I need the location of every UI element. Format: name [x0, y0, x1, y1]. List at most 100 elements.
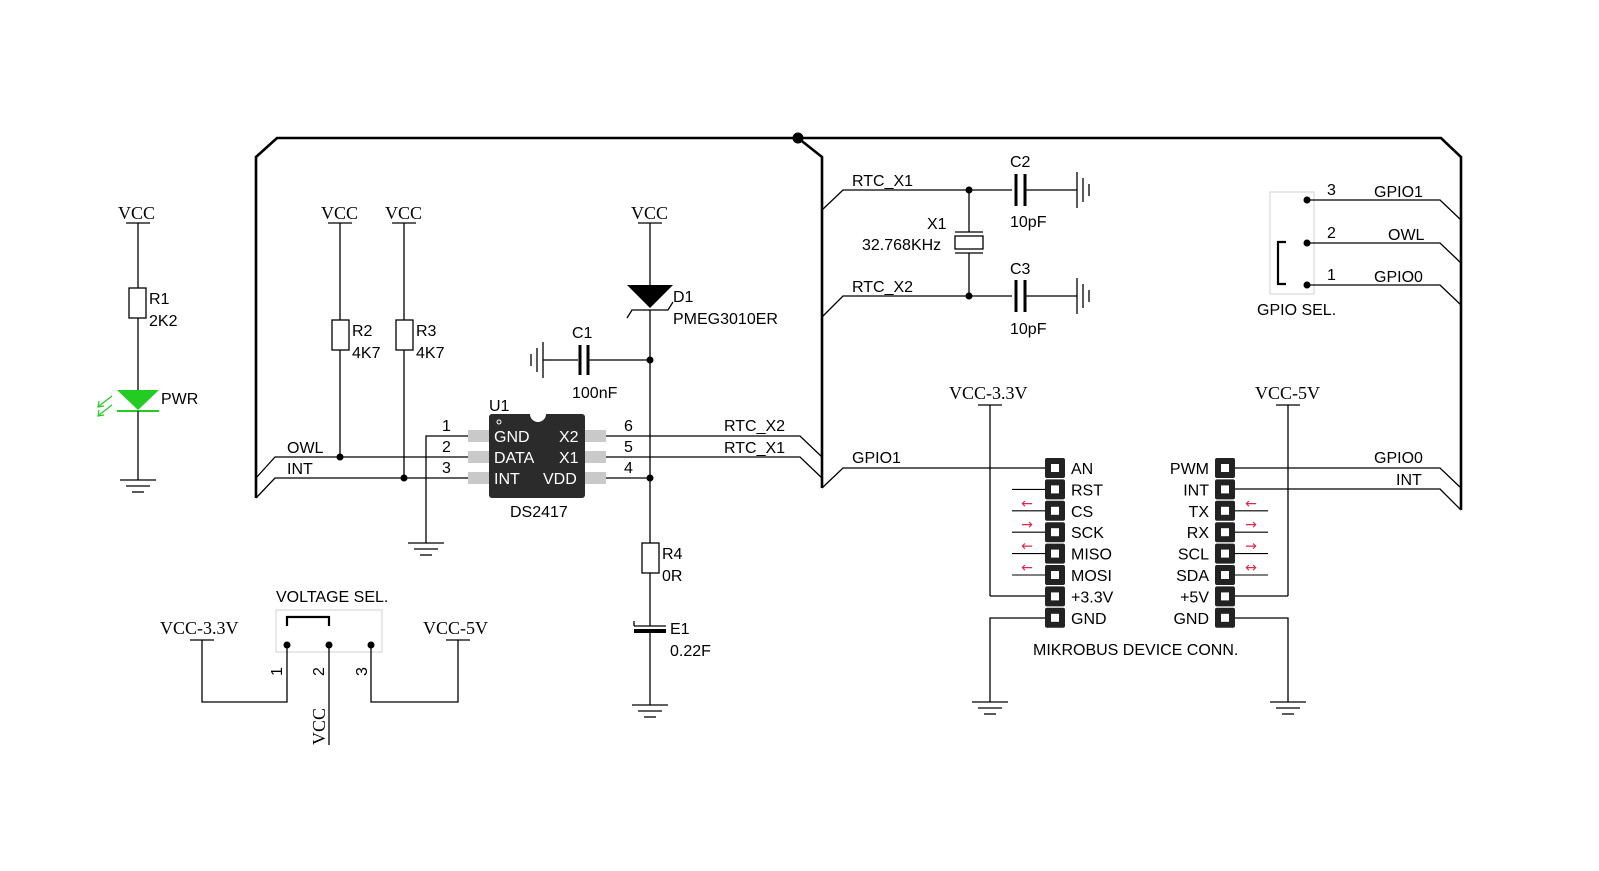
pullup-resistors: VCC R2 4K7 VCC R3 4K7 [321, 203, 445, 482]
u1-pin3-num: 3 [442, 460, 451, 477]
x1-value: 32.768KHz [862, 237, 941, 254]
ground-icon [408, 542, 444, 556]
mikrobus-pin-label-right: SCL [1178, 547, 1209, 564]
gpio1-net-label: GPIO1 [852, 450, 901, 467]
c1-ref: C1 [572, 325, 593, 342]
e1-ref: E1 [670, 621, 690, 638]
mikrobus-pin-label-right: +5V [1180, 589, 1209, 606]
vcc-label-d1: VCC [631, 203, 668, 223]
crystal-section: RTC_X1 RTC_X2 X1 32.768KHz C2 10pF C3 10… [821, 154, 1090, 338]
mikrobus-pin-label-left: AN [1071, 461, 1093, 478]
mikrobus-pin-label-left: CS [1071, 504, 1093, 521]
u1-pin2-num: 2 [442, 439, 451, 456]
r4-ref: R4 [662, 546, 683, 563]
u1-pin-x2: X2 [559, 429, 579, 446]
ground-icon [530, 342, 550, 378]
rtc-x2-label-u1: RTC_X2 [724, 418, 785, 435]
rtc-nets-left: RTC_X2 RTC_X1 [606, 418, 823, 482]
r1-value: 2K2 [149, 313, 178, 330]
e1-value: 0.22F [670, 643, 711, 660]
u1-ref: U1 [489, 398, 510, 415]
gpio-sel-pin3: 3 [1327, 182, 1336, 199]
vcc-33-label-mikrobus: VCC-3.3V [949, 383, 1028, 403]
mikrobus-connector: VCC-3.3V VCC-5V GPIO1 GPIO0 INT AN RST CS ←… [821, 383, 1462, 715]
u1-part: DS2417 [510, 504, 568, 521]
r2-ref: R2 [352, 323, 373, 340]
owl-net-label: OWL [287, 440, 324, 457]
mikrobus-pin-label-left: MISO [1071, 547, 1112, 564]
ground-icon [1076, 278, 1090, 314]
rtc-x1-label-xtal: RTC_X1 [852, 173, 913, 190]
gpio0-net-label: GPIO0 [1374, 450, 1423, 467]
voltage-sel-pin1: 1 [269, 667, 286, 676]
mikrobus-pin-label-right: RX [1187, 525, 1210, 542]
d1-ref: D1 [673, 289, 694, 306]
ground-icon [1270, 701, 1306, 715]
voltage-sel-label: VOLTAGE SEL. [276, 589, 388, 606]
c2-ref: C2 [1010, 154, 1031, 171]
mikrobus-pin-label-left: GND [1071, 611, 1107, 628]
ground-icon [120, 479, 156, 493]
r4-value: 0R [662, 568, 682, 585]
x1-ref: X1 [927, 216, 947, 233]
mikrobus-pin-label-left: +3.3V [1071, 589, 1114, 606]
u1-pin-data: DATA [494, 450, 535, 467]
owl-int-nets: OWL INT [255, 435, 470, 556]
ground-icon [632, 704, 668, 718]
mikrobus-pin-label-left: RST [1071, 482, 1103, 499]
ground-icon [972, 701, 1008, 715]
gpio-sel-label: GPIO SEL. [1257, 302, 1336, 319]
int-net-label: INT [287, 461, 313, 478]
mikrobus-pin-label-right: SDA [1176, 568, 1209, 585]
voltage-sel-pin2: 2 [311, 667, 328, 676]
u1-pin-x1: X1 [559, 450, 579, 467]
voltage-select-jumper: VOLTAGE SEL. VCC-3.3V VCC-5V 1 2 3 VCC [160, 589, 488, 745]
r1-ref: R1 [149, 291, 170, 308]
u1-ds2417-chip: U1 1 2 3 GND DATA INT X2 X1 VDD 6 5 4 DS… [442, 398, 633, 521]
c1-value: 100nF [572, 385, 618, 402]
signal-direction-arrow-icon: ← [1021, 560, 1033, 576]
d1-diode-icon [627, 285, 673, 308]
signal-direction-arrow-icon: ← [1021, 539, 1033, 555]
vcc-label-r2: VCC [321, 203, 358, 223]
signal-direction-arrow-icon: → [1245, 517, 1257, 533]
signal-direction-arrow-icon: → [1245, 539, 1257, 555]
mikrobus-pin-label-left: SCK [1071, 525, 1104, 542]
int-net-label-mikrobus: INT [1396, 472, 1422, 489]
u1-pin-vdd: VDD [543, 471, 577, 488]
gpio-sel-net-owl: OWL [1388, 227, 1425, 244]
r3-value: 4K7 [416, 345, 445, 362]
signal-direction-arrow-icon: ← [1021, 496, 1033, 512]
r3-resistor [395, 319, 414, 351]
u1-pin1-num: 1 [442, 418, 451, 435]
u1-pin4-num: 4 [624, 460, 633, 477]
mikrobus-pin-label-left: MOSI [1071, 568, 1112, 585]
vcc-label-r3: VCC [385, 203, 422, 223]
u1-pin5-num: 5 [624, 439, 633, 456]
u1-pin-int: INT [494, 471, 520, 488]
r2-resistor [331, 319, 350, 351]
gpio-sel-net-gpio0: GPIO0 [1374, 269, 1423, 286]
mikrobus-pin-label-right: PWM [1170, 461, 1209, 478]
vcc-33-label-voltage: VCC-3.3V [160, 618, 239, 638]
pwr-led-icon [117, 390, 159, 410]
vcc-5-label-mikrobus: VCC-5V [1255, 383, 1320, 403]
d1-part: PMEG3010ER [673, 311, 778, 328]
mikrobus-pin-label-right: INT [1183, 482, 1209, 499]
signal-direction-arrow-icon: ↔ [1245, 560, 1257, 576]
signal-direction-arrow-icon: → [1021, 517, 1033, 533]
c2-value: 10pF [1010, 214, 1047, 231]
c3-ref: C3 [1010, 261, 1031, 278]
vdd-supply-branch: VCC D1 PMEG3010ER C1 100nF R4 0R E1 0 [530, 203, 778, 718]
mikrobus-pin-label-right: TX [1189, 504, 1210, 521]
pwr-led-label: PWR [161, 391, 198, 408]
power-led-branch: VCC R1 2K2 PWR [97, 203, 198, 493]
gpio-sel-pin2: 2 [1327, 225, 1336, 242]
rtc-x1-label-u1: RTC_X1 [724, 440, 785, 457]
u1-pin6-num: 6 [624, 418, 633, 435]
mikrobus-left-column: AN RST CS ← SCK → MISO ← MOSI ← +3.3V GND [1012, 458, 1114, 628]
r2-value: 4K7 [352, 345, 381, 362]
ground-icon [1076, 172, 1090, 208]
